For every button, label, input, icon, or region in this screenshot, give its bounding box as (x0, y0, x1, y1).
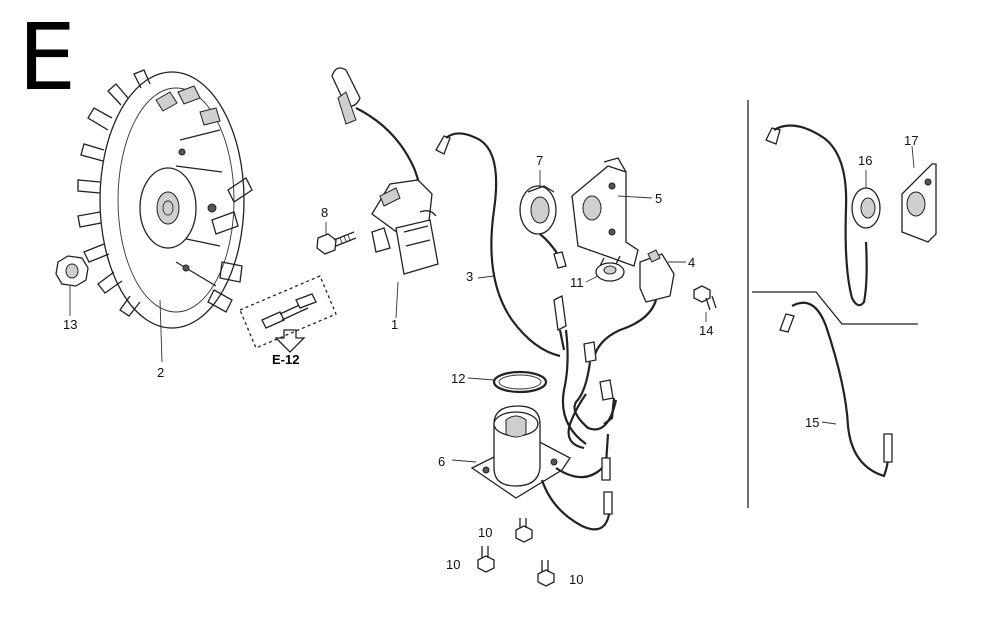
ground-wire-part (435, 132, 561, 358)
callout-2: 2 (157, 365, 165, 380)
callout-10-top: 10 (478, 525, 493, 540)
callout-16: 16 (858, 153, 873, 168)
callout-5: 5 (655, 191, 663, 206)
callout-1: 1 (391, 317, 399, 332)
switch-part (519, 170, 567, 269)
callout-10-right: 10 (569, 572, 584, 587)
callout-11: 11 (570, 275, 584, 290)
section-letter: E (18, 4, 77, 111)
bracket-part (571, 157, 653, 267)
flywheel-nut-part (55, 255, 89, 316)
grommet-part (585, 255, 625, 283)
callout-4: 4 (688, 255, 696, 270)
callout-3: 3 (466, 269, 474, 284)
callout-17: 17 (904, 133, 919, 148)
bolts-10-part (477, 518, 555, 587)
reference-label: E-12 (272, 352, 300, 367)
wire-harness-part (553, 295, 618, 450)
callout-14: 14 (699, 323, 714, 338)
diode-part (592, 249, 686, 359)
alternate-parts-panel (747, 100, 937, 508)
solenoid-part (451, 405, 613, 531)
callout-12: 12 (451, 371, 466, 386)
callout-6: 6 (438, 454, 446, 469)
bolt-14-part (693, 285, 717, 322)
callout-7: 7 (536, 153, 544, 168)
o-ring-part (467, 370, 548, 394)
flywheel-part (77, 69, 253, 363)
ignition-coil-part (331, 67, 439, 319)
key-assembly-part (239, 275, 337, 353)
callout-8: 8 (321, 205, 329, 220)
callout-15: 15 (805, 415, 820, 430)
callout-13: 13 (63, 317, 78, 332)
callout-10-left: 10 (446, 557, 461, 572)
bolt-part (316, 222, 357, 255)
